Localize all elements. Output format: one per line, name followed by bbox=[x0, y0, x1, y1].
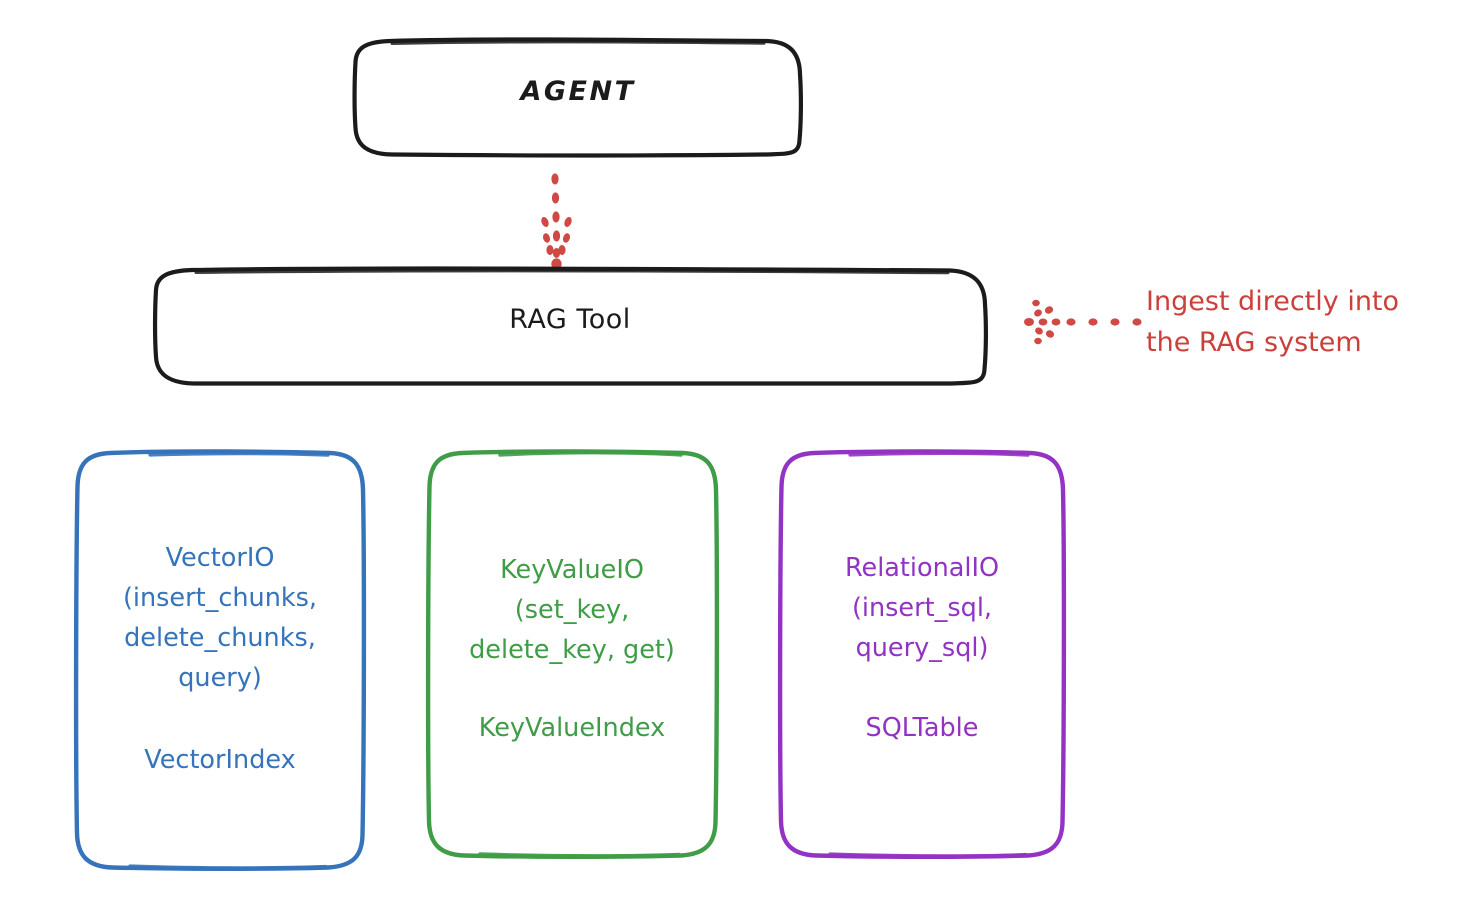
key-value-io-title: KeyValueIO (set_key, delete_key, get) bbox=[469, 555, 675, 665]
agent-box-sketch-overlay bbox=[390, 40, 766, 45]
rag-tool-node[interactable] bbox=[152, 266, 989, 387]
vector-io-node[interactable] bbox=[73, 449, 367, 872]
rag-tool-box-sketch-overlay bbox=[194, 269, 950, 275]
key-value-io-box-outline bbox=[425, 449, 720, 860]
key-value-io-node[interactable] bbox=[425, 449, 720, 860]
vector-io-box-sketch-overlay-bottom bbox=[128, 864, 328, 870]
agent-node[interactable] bbox=[352, 37, 804, 158]
relational-io-box-outline bbox=[777, 449, 1067, 860]
vector-io-box-outline bbox=[73, 449, 367, 872]
key-value-io-box-sketch-overlay bbox=[498, 451, 683, 457]
relational-io-node[interactable] bbox=[777, 449, 1067, 860]
agent-box-outline bbox=[352, 37, 804, 158]
vector-io-subtitle: VectorIndex bbox=[144, 745, 296, 775]
relational-io-box-sketch-overlay bbox=[848, 451, 1030, 457]
key-value-io-subtitle: KeyValueIndex bbox=[478, 713, 666, 743]
key-value-io-box-sketch-overlay-bottom bbox=[478, 852, 681, 858]
agent-to-rag-tool-arrow bbox=[541, 173, 572, 270]
rag-tool-box-outline bbox=[152, 266, 989, 387]
relational-io-subtitle: SQLTable bbox=[865, 713, 979, 743]
vector-io-title: VectorIO (insert_chunks, delete_chunks, … bbox=[122, 543, 318, 693]
ingest-annotation-label: Ingest directly into the RAG system bbox=[1146, 286, 1400, 358]
ingest-annotation-arrow bbox=[1024, 299, 1142, 345]
relational-io-box-sketch-overlay-bottom bbox=[828, 852, 1028, 858]
vector-io-box-sketch-overlay bbox=[148, 452, 330, 457]
relational-io-title: RelationalIO (insert_sql, query_sql) bbox=[844, 553, 1000, 663]
